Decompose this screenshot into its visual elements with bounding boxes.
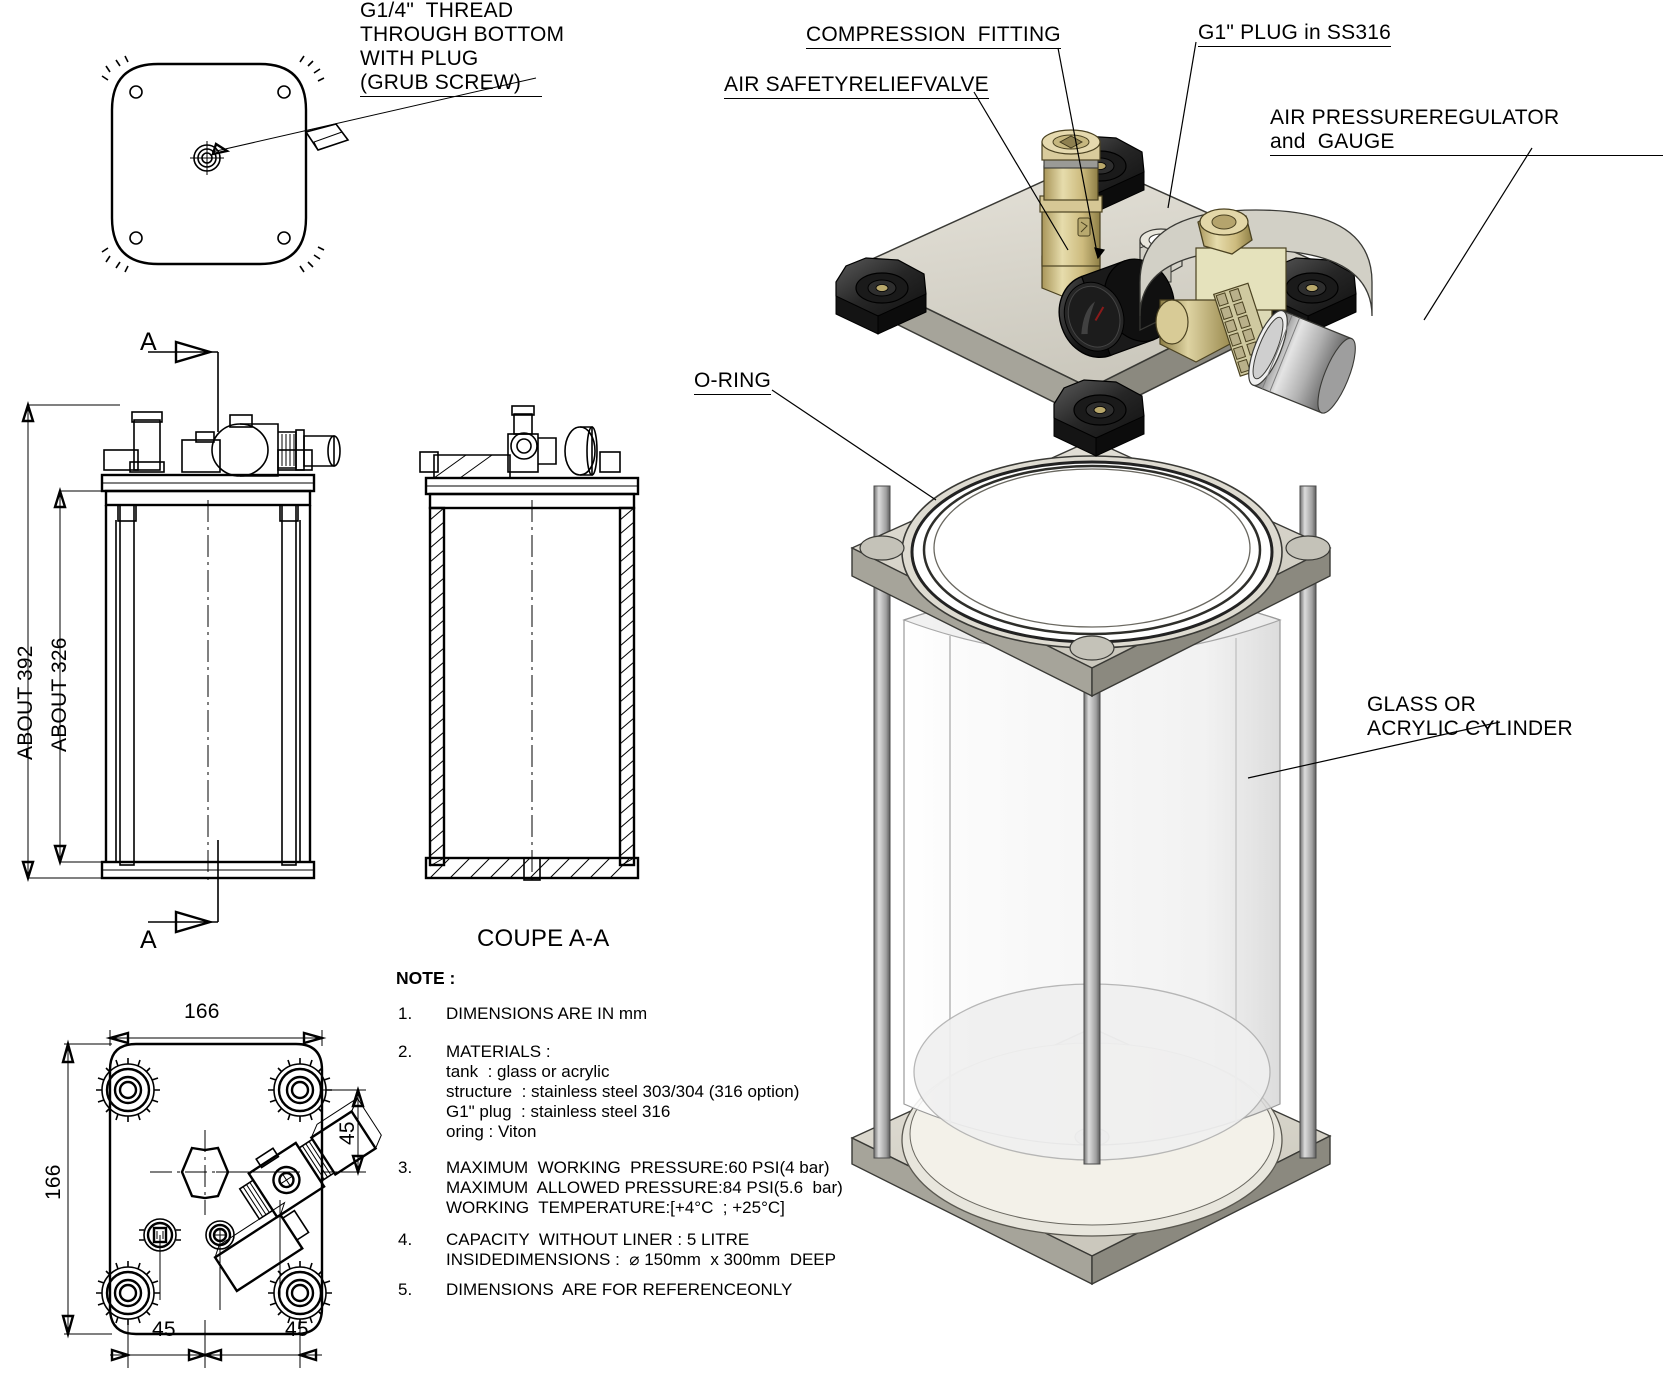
callout-o-ring: O-RING xyxy=(694,368,772,395)
note-text: WORKING TEMPERATURE:[+4°C ; +25°C] xyxy=(446,1198,785,1217)
note-text: tank : glass or acrylic xyxy=(446,1062,610,1081)
section-caption: COUPE A-A xyxy=(477,925,610,952)
iso-middle-flange xyxy=(850,439,1332,698)
note-text: oring : Viton xyxy=(446,1122,537,1141)
callout-thread-line3: WITH PLUG xyxy=(360,47,479,70)
note-text: MATERIALS : xyxy=(446,1042,551,1061)
iso-pressure-regulator xyxy=(1139,208,1373,414)
note-text: DIMENSIONS ARE FOR REFERENCEONLY xyxy=(446,1280,793,1299)
top-plan-view xyxy=(101,55,537,273)
note-number: 5. xyxy=(398,1280,413,1299)
iso-pressure-gauge xyxy=(1058,258,1175,359)
note-number: 1. xyxy=(398,1004,413,1023)
front-elevation-view xyxy=(21,340,341,934)
note-number: 2. xyxy=(398,1042,413,1061)
dimension-height-overall: ABOUT 392 xyxy=(14,645,37,760)
callout-thread-line1: G1/4" THREAD xyxy=(360,0,514,22)
note-text: G1" plug : stainless steel 316 xyxy=(446,1102,671,1121)
callout-compression-fitting: COMPRESSION FITTING xyxy=(806,22,1061,49)
callout-g1-plug-ss316: G1" PLUG in SS316 xyxy=(1198,20,1391,47)
note-number: 3. xyxy=(398,1158,413,1177)
note-text: MAXIMUM WORKING PRESSURE:60 PSI(4 bar) xyxy=(446,1158,830,1177)
callout-air-pressure-regulator-line1: AIR PRESSUREREGULATOR xyxy=(1270,106,1560,129)
iso-leader-lines xyxy=(771,41,1533,779)
note-number: 4. xyxy=(398,1230,413,1249)
callout-glass-cylinder-line2: ACRYLIC CYLINDER xyxy=(1367,717,1573,740)
section-aa-view xyxy=(419,405,640,881)
section-marker-top: A xyxy=(140,328,157,356)
isometric-assembly xyxy=(771,41,1533,1286)
callout-thread-line2: THROUGH BOTTOM xyxy=(360,23,565,46)
note-text: INSIDEDIMENSIONS : ⌀ 150mm x 300mm DEEP xyxy=(446,1250,836,1269)
note-text: structure : stainless steel 303/304 (316… xyxy=(446,1082,800,1101)
dimension-plan-width: 166 xyxy=(184,1000,220,1023)
callout-air-pressure-regulator-line2: and GAUGE xyxy=(1270,129,1663,156)
note-text: DIMENSIONS ARE IN mm xyxy=(446,1004,648,1023)
section-marker-bottom: A xyxy=(140,926,157,954)
dimension-offset-bottom-right: 45 xyxy=(285,1318,309,1341)
callout-air-safety-relief-valve: AIR SAFETYRELIEFVALVE xyxy=(724,72,989,99)
note-text: CAPACITY WITHOUT LINER : 5 LITRE xyxy=(446,1230,750,1249)
note-text: MAXIMUM ALLOWED PRESSURE:84 PSI(5.6 bar) xyxy=(446,1178,843,1197)
dimension-height-inner: ABOUT 326 xyxy=(48,637,71,752)
dimension-offset-right: 45 xyxy=(336,1121,359,1145)
callout-glass-cylinder-line1: GLASS OR xyxy=(1367,693,1476,716)
dimension-offset-bottom-left: 45 xyxy=(152,1318,176,1341)
notes-header: NOTE : xyxy=(396,968,456,988)
bottom-plan-view xyxy=(61,1030,382,1368)
dimension-plan-height: 166 xyxy=(42,1164,65,1200)
callout-thread-line4: (GRUB SCREW) xyxy=(360,70,542,97)
